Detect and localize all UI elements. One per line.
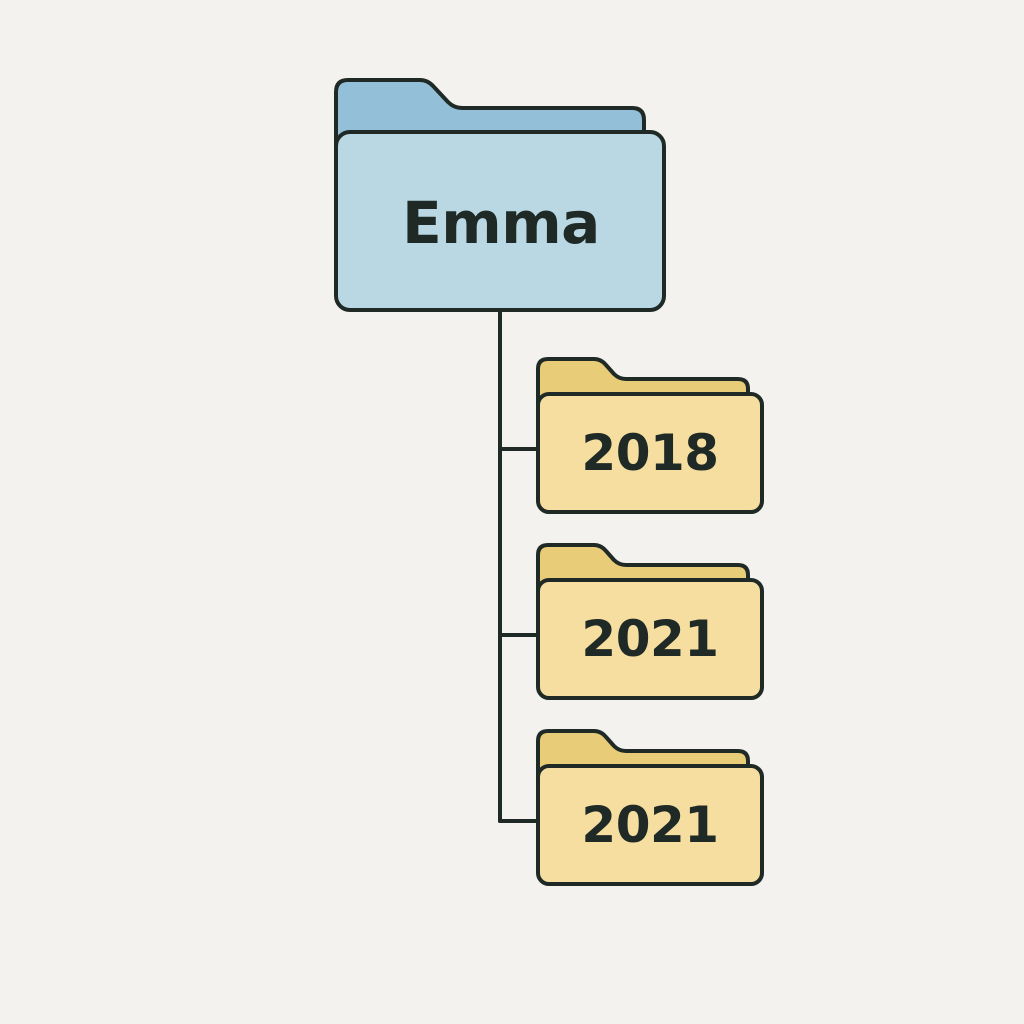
root-folder-icon[interactable] <box>334 78 666 312</box>
root-folder-front <box>334 130 666 312</box>
folder-2021-b-icon[interactable] <box>536 729 764 886</box>
folder-2021-a-icon[interactable] <box>536 543 764 700</box>
folder-2018-icon[interactable] <box>536 357 764 514</box>
folder-2018-front <box>536 392 764 514</box>
tree-connectors <box>498 310 540 823</box>
folder-2021-a-front <box>536 578 764 700</box>
folder-2021-b-front <box>536 764 764 886</box>
